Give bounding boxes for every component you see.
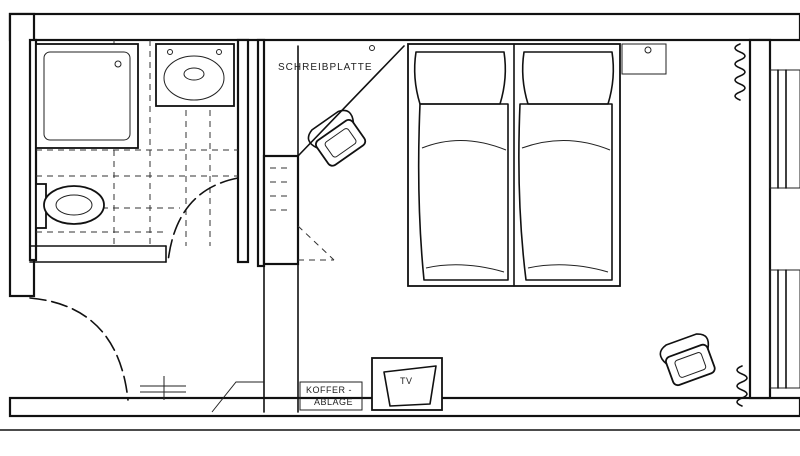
washbasin-icon	[155, 43, 235, 107]
entrance-door	[29, 297, 264, 413]
shower-tray-icon	[35, 43, 139, 149]
luggage-label-line2: ABLAGE	[314, 397, 353, 407]
bathroom-door	[167, 177, 239, 263]
armchair-icon	[659, 333, 716, 387]
tv-label: TV	[400, 376, 413, 386]
bathroom-walls	[28, 38, 266, 268]
wall-box	[621, 43, 667, 75]
radiator-icon	[734, 43, 748, 407]
desk-label: SCHREIBPLATTE	[278, 62, 373, 73]
armchair-icon	[307, 109, 367, 167]
outer-walls	[0, 12, 800, 431]
wardrobe	[262, 154, 335, 413]
window-frames	[769, 69, 800, 389]
luggage-rack: KOFFER - ABLAGE	[299, 381, 363, 411]
toilet-icon	[35, 183, 105, 229]
desk: SCHREIBPLATTE	[278, 45, 405, 157]
tv-cabinet-icon: TV	[371, 357, 443, 411]
luggage-label-line1: KOFFER -	[306, 385, 352, 395]
double-bed-icon	[407, 43, 621, 287]
